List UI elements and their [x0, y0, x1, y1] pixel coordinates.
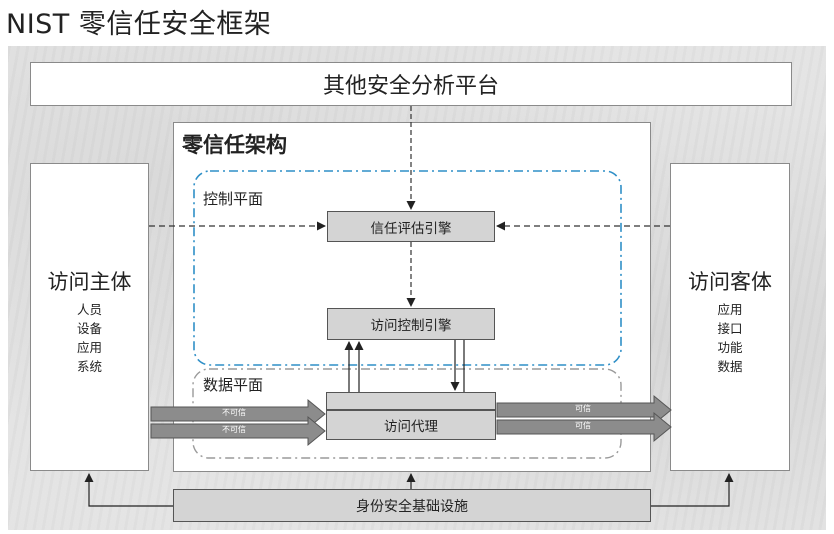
object-item: 功能	[717, 340, 743, 355]
trust-evaluation-engine: 信任评估引擎	[327, 211, 495, 242]
trusted-flow-label: 可信	[575, 404, 591, 413]
control-plane-region	[193, 170, 622, 366]
untrusted-flow-arrow	[150, 398, 326, 430]
control-plane-label: 控制平面	[203, 190, 264, 208]
object-item: 接口	[717, 321, 743, 336]
identity-security-infrastructure: 身份安全基础设施	[173, 489, 651, 522]
subject-item: 设备	[76, 321, 102, 336]
object-item: 应用	[717, 302, 743, 317]
subject-item: 人员	[76, 302, 102, 317]
identity-to-object-arrow	[651, 473, 734, 507]
subject-item: 系统	[76, 359, 102, 374]
data-plane-label: 数据平面	[203, 376, 264, 394]
trusted-flow-arrow	[496, 394, 672, 426]
subject-item: 应用	[76, 340, 102, 355]
untrusted-flow-arrow	[150, 415, 326, 447]
other-security-platform: 其他安全分析平台	[30, 62, 792, 106]
zero-trust-architecture-title: 零信任架构	[182, 133, 287, 157]
untrusted-flow-label: 不可信	[222, 408, 246, 417]
access-control-engine: 访问控制引擎	[327, 308, 495, 340]
object-item: 数据	[717, 359, 743, 374]
trusted-flow-arrow	[496, 411, 672, 443]
untrusted-flow-label: 不可信	[222, 425, 246, 434]
trusted-flow-label: 可信	[575, 421, 591, 430]
access-proxy-upper-block	[326, 392, 496, 410]
access-object-title: 访问客体	[688, 270, 772, 294]
access-subject: 访问主体 人员 设备 应用 系统	[30, 163, 149, 471]
access-proxy: 访问代理	[326, 410, 496, 440]
access-object: 访问客体 应用 接口 功能 数据	[670, 163, 790, 471]
access-subject-title: 访问主体	[47, 270, 132, 294]
identity-to-subject-arrow	[84, 473, 173, 507]
page-title: NIST 零信任安全框架	[6, 9, 272, 40]
